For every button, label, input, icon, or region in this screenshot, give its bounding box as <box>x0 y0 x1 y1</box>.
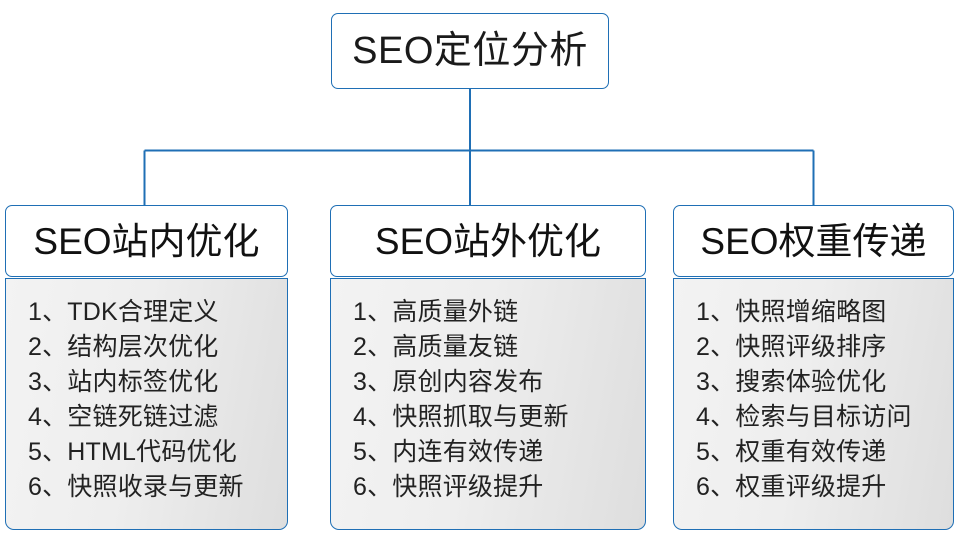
branch-column-3: SEO权重传递 1、快照增缩略图 2、快照评级排序 3、搜索体验优化 4、检索与… <box>673 205 954 530</box>
branch-column-2: SEO站外优化 1、高质量外链 2、高质量友链 3、原创内容发布 4、快照抓取与… <box>330 205 646 530</box>
branch-body-3: 1、快照增缩略图 2、快照评级排序 3、搜索体验优化 4、检索与目标访问 5、权… <box>673 278 954 530</box>
list-item: 1、高质量外链 <box>353 298 519 326</box>
list-item: 6、快照评级提升 <box>353 473 544 501</box>
list-item: 4、快照抓取与更新 <box>353 403 569 431</box>
list-item: 1、TDK合理定义 <box>28 298 219 326</box>
list-item: 3、原创内容发布 <box>353 368 544 396</box>
branch-header-label-3: SEO权重传递 <box>700 220 927 262</box>
list-item: 5、HTML代码优化 <box>28 438 237 466</box>
branch-header-3[interactable]: SEO权重传递 <box>673 205 954 277</box>
list-item: 3、搜索体验优化 <box>696 368 887 396</box>
branch-header-label-1: SEO站内优化 <box>33 220 260 262</box>
branch-body-2: 1、高质量外链 2、高质量友链 3、原创内容发布 4、快照抓取与更新 5、内连有… <box>330 278 646 530</box>
list-item: 2、结构层次优化 <box>28 333 219 361</box>
list-item: 4、检索与目标访问 <box>696 403 912 431</box>
item-list-1: 1、TDK合理定义 2、结构层次优化 3、站内标签优化 4、空链死链过滤 5、H… <box>28 295 287 505</box>
list-item: 6、权重评级提升 <box>696 473 887 501</box>
list-item: 4、空链死链过滤 <box>28 403 219 431</box>
list-item: 5、权重有效传递 <box>696 438 887 466</box>
branch-header-label-2: SEO站外优化 <box>374 220 602 262</box>
list-item: 2、快照评级排序 <box>696 333 887 361</box>
item-list-2: 1、高质量外链 2、高质量友链 3、原创内容发布 4、快照抓取与更新 5、内连有… <box>353 295 645 505</box>
branch-column-1: SEO站内优化 1、TDK合理定义 2、结构层次优化 3、站内标签优化 4、空链… <box>5 205 288 530</box>
list-item: 1、快照增缩略图 <box>696 298 887 326</box>
list-item: 5、内连有效传递 <box>353 438 544 466</box>
list-item: 2、高质量友链 <box>353 333 519 361</box>
branch-header-2[interactable]: SEO站外优化 <box>330 205 646 277</box>
branch-header-1[interactable]: SEO站内优化 <box>5 205 288 277</box>
item-list-3: 1、快照增缩略图 2、快照评级排序 3、搜索体验优化 4、检索与目标访问 5、权… <box>696 295 953 505</box>
list-item: 3、站内标签优化 <box>28 368 219 396</box>
root-node[interactable]: SEO定位分析 <box>331 13 609 89</box>
list-item: 6、快照收录与更新 <box>28 473 244 501</box>
branch-body-1: 1、TDK合理定义 2、结构层次优化 3、站内标签优化 4、空链死链过滤 5、H… <box>5 278 288 530</box>
root-node-label: SEO定位分析 <box>352 30 588 72</box>
